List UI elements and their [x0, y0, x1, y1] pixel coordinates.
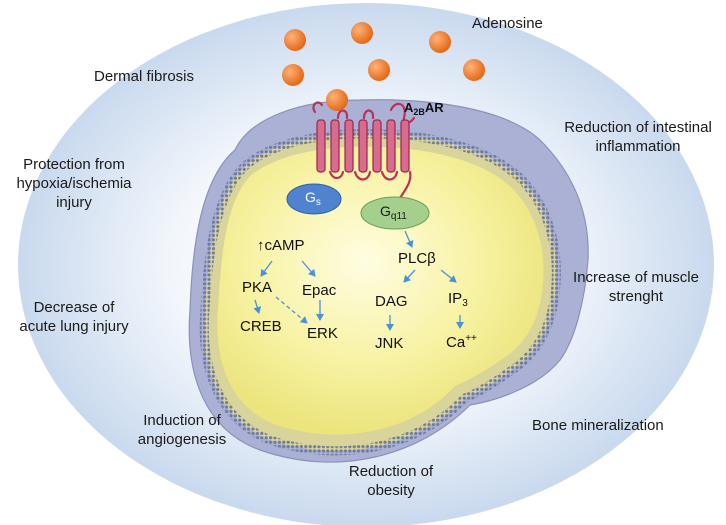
adenosine-label: Adenosine — [472, 15, 543, 32]
gs-label: Gs — [305, 189, 321, 208]
effect-hypoxia-protection: Protection from hypoxia/ischemia injury — [0, 155, 148, 212]
effect-muscle-line-2: strenght — [608, 288, 664, 305]
effect-angiogenesis: Induction of angiogenesis — [120, 411, 244, 449]
erk-node: ERK — [307, 325, 338, 342]
ca-node: Ca++ — [446, 333, 477, 351]
effect-hypoxia-line-3: injury — [56, 194, 92, 211]
effect-lung-line-2: acute lung injury — [19, 318, 129, 335]
effect-obesity: Reduction of obesity — [336, 462, 446, 500]
effect-bone-mineralization: Bone mineralization — [532, 417, 664, 434]
receptor-helices — [316, 119, 410, 173]
effect-muscle-line-1: Increase of muscle — [573, 269, 699, 286]
pka-node: PKA — [242, 279, 273, 296]
epac-node: Epac — [302, 282, 337, 299]
effect-hypoxia-line-1: Protection from — [23, 156, 125, 173]
effect-intestinal-inflammation: Reduction of intestinal inflammation — [550, 118, 726, 156]
gs-protein — [286, 183, 342, 215]
effect-intestinal-line-1: Reduction of intestinal — [564, 119, 712, 136]
ip3-node: IP3 — [448, 290, 468, 309]
effect-angiogenesis-line-1: Induction of — [143, 412, 221, 429]
plcb-node: PLCβ — [398, 250, 436, 267]
effect-angiogenesis-line-2: angiogenesis — [137, 431, 227, 448]
pathway-arrows — [253, 230, 464, 331]
adenosine-molecules — [282, 22, 485, 111]
effect-obesity-line-2: obesity — [367, 482, 415, 499]
gq11-protein — [360, 196, 430, 230]
effect-muscle-strength: Increase of muscle strenght — [556, 268, 716, 306]
jnk-node: JNK — [375, 335, 404, 352]
receptor-label: A2BAR — [404, 100, 444, 117]
effect-intestinal-line-2: inflammation — [595, 138, 681, 155]
effect-hypoxia-line-2: hypoxia/ischemia — [16, 175, 132, 192]
effect-lung-injury: Decrease of acute lung injury — [0, 298, 148, 336]
effect-obesity-line-1: Reduction of — [348, 463, 434, 480]
dag-node: DAG — [375, 293, 408, 310]
effect-lung-line-1: Decrease of — [33, 299, 115, 316]
camp-node: ↑cAMP — [257, 237, 305, 254]
gq11-label: Gq11 — [380, 203, 407, 222]
creb-node: CREB — [240, 318, 282, 335]
cytoplasm — [217, 146, 544, 435]
effect-dermal-fibrosis: Dermal fibrosis — [94, 68, 195, 85]
